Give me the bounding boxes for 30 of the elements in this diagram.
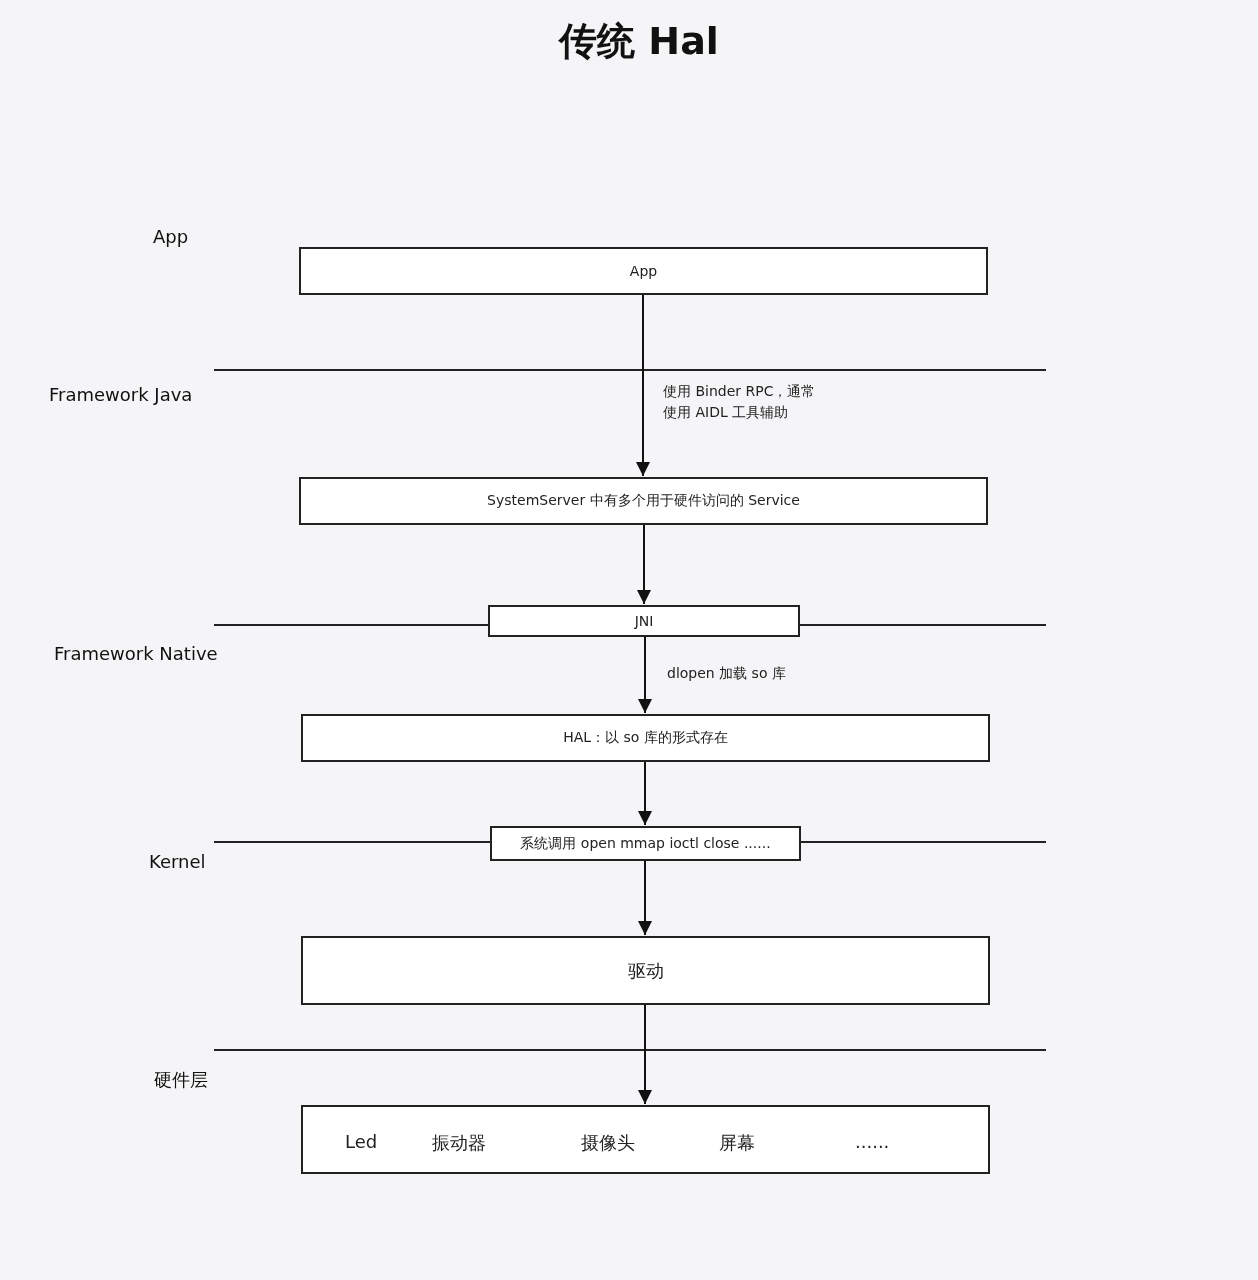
layer-name: 硬件层 [154,1068,208,1092]
box-label: App [629,263,658,279]
arrow [638,1004,652,1105]
component-label: Led [345,1131,378,1152]
component-label: 振动器 [432,1131,486,1155]
arrow [636,294,650,477]
box-label: JNI [634,613,654,629]
layer-box [488,605,800,637]
layer-box [301,936,990,1005]
title: 传统 Hal [557,18,720,65]
box-label: 驱动 [627,958,664,983]
layer-name: Kernel [149,851,206,872]
box-label: 系统调用 open mmap ioctl close ...... [520,834,771,853]
arrow [638,636,652,714]
layer-box [299,247,988,295]
component-label: 摄像头 [581,1131,635,1155]
arrow [638,761,652,826]
arrow [638,860,652,936]
box-label: HAL：以 so 库的形式存在 [563,729,728,747]
box-label: SystemServer 中有多个用于硬件访问的 Service [487,492,800,510]
layer-box [299,477,988,525]
layer-box [301,714,990,762]
layer-name: App [153,226,189,247]
layer-name: Framework Java [49,384,193,405]
arrow [637,524,651,605]
component-label: ...... [855,1131,890,1152]
layer-box [301,1105,990,1174]
component-label: 屏幕 [719,1131,755,1155]
layer-box [490,826,801,861]
layer-name: Framework Native [54,643,218,664]
